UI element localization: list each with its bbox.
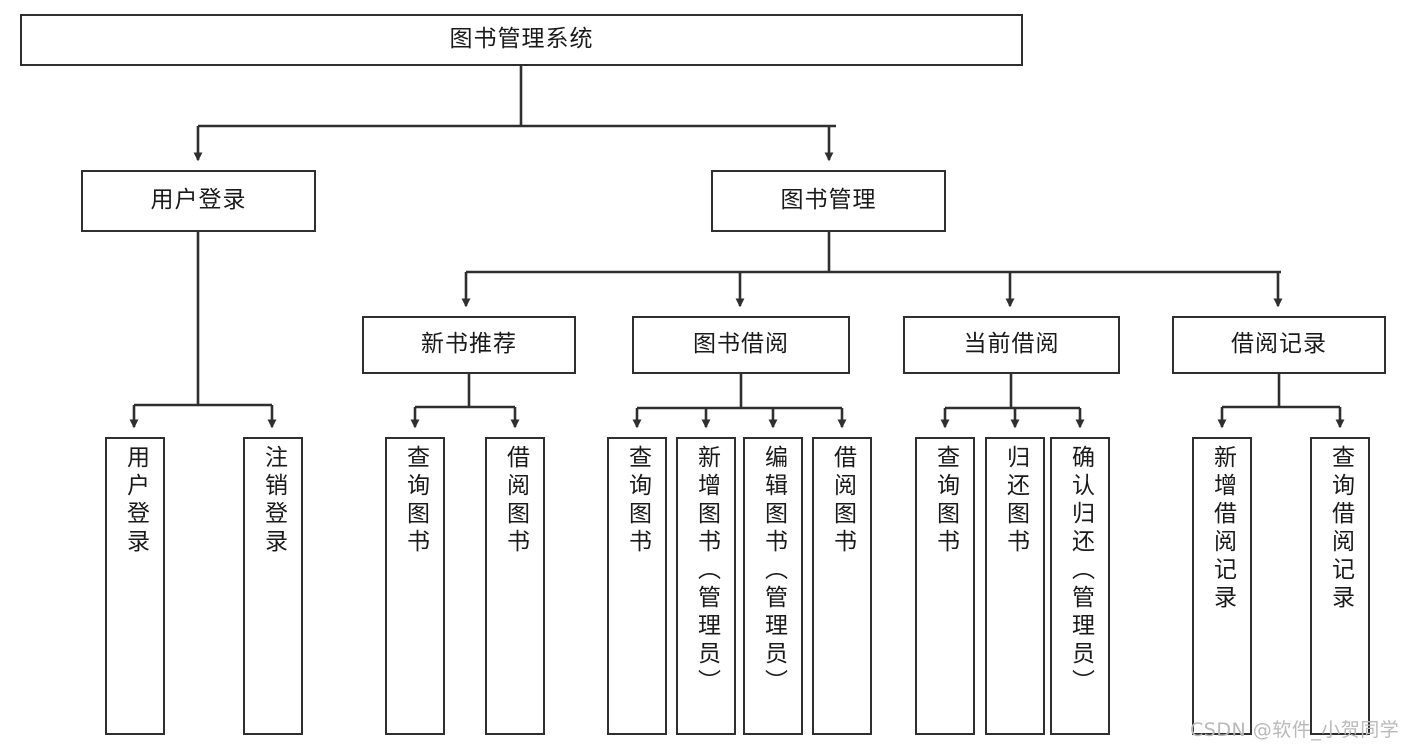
node-label: 新增图书（管理员） [693,445,720,697]
leaf-edit-book-admin[interactable]: 编辑图书（管理员） [743,437,803,735]
leaf-return-book[interactable]: 归还图书 [985,437,1045,735]
leaf-user-login[interactable]: 用户登录 [105,437,165,735]
node-user-login[interactable]: 用户登录 [81,170,316,232]
leaf-query-book-current[interactable]: 查询图书 [915,437,975,735]
node-label: 借阅图书 [502,445,529,557]
leaf-query-book-borrow[interactable]: 查询图书 [607,437,667,735]
node-label: 查询图书 [624,445,651,557]
leaf-add-borrow-record[interactable]: 新增借阅记录 [1192,437,1252,735]
leaf-borrow-book[interactable]: 借阅图书 [812,437,872,735]
node-label: 注销登录 [260,445,287,557]
leaf-confirm-return-admin[interactable]: 确认归还（管理员） [1050,437,1110,735]
csdn-watermark: CSDN @软件_小贺同学 [1190,719,1400,741]
node-borrow-record[interactable]: 借阅记录 [1172,316,1386,374]
node-label: 图书管理 [780,187,877,214]
leaf-add-book-admin[interactable]: 新增图书（管理员） [676,437,736,735]
node-label: 图书借阅 [693,331,789,358]
node-label: 借阅图书 [829,445,856,557]
node-label: 查询借阅记录 [1327,445,1354,613]
leaf-user-logout[interactable]: 注销登录 [243,437,303,735]
node-root-system[interactable]: 图书管理系统 [20,14,1023,66]
node-label: 新书推荐 [421,331,517,358]
node-current-borrow[interactable]: 当前借阅 [903,316,1120,374]
node-label: 确认归还（管理员） [1067,445,1094,697]
leaf-query-book-recommend[interactable]: 查询图书 [385,437,445,735]
node-new-book-recommend[interactable]: 新书推荐 [362,316,576,374]
leaf-query-borrow-record[interactable]: 查询借阅记录 [1310,437,1370,735]
leaf-borrow-book-recommend[interactable]: 借阅图书 [485,437,545,735]
node-label: 编辑图书（管理员） [760,445,787,697]
node-label: 归还图书 [1002,445,1029,557]
node-label: 用户登录 [150,187,247,214]
node-label: 图书管理系统 [449,26,594,53]
node-label: 用户登录 [122,445,149,557]
node-book-borrow[interactable]: 图书借阅 [632,316,850,374]
node-label: 当前借阅 [963,331,1060,358]
node-label: 查询图书 [932,445,959,557]
node-book-management[interactable]: 图书管理 [711,170,946,232]
node-label: 新增借阅记录 [1209,445,1236,613]
node-label: 查询图书 [402,445,429,557]
node-label: 借阅记录 [1231,331,1327,358]
